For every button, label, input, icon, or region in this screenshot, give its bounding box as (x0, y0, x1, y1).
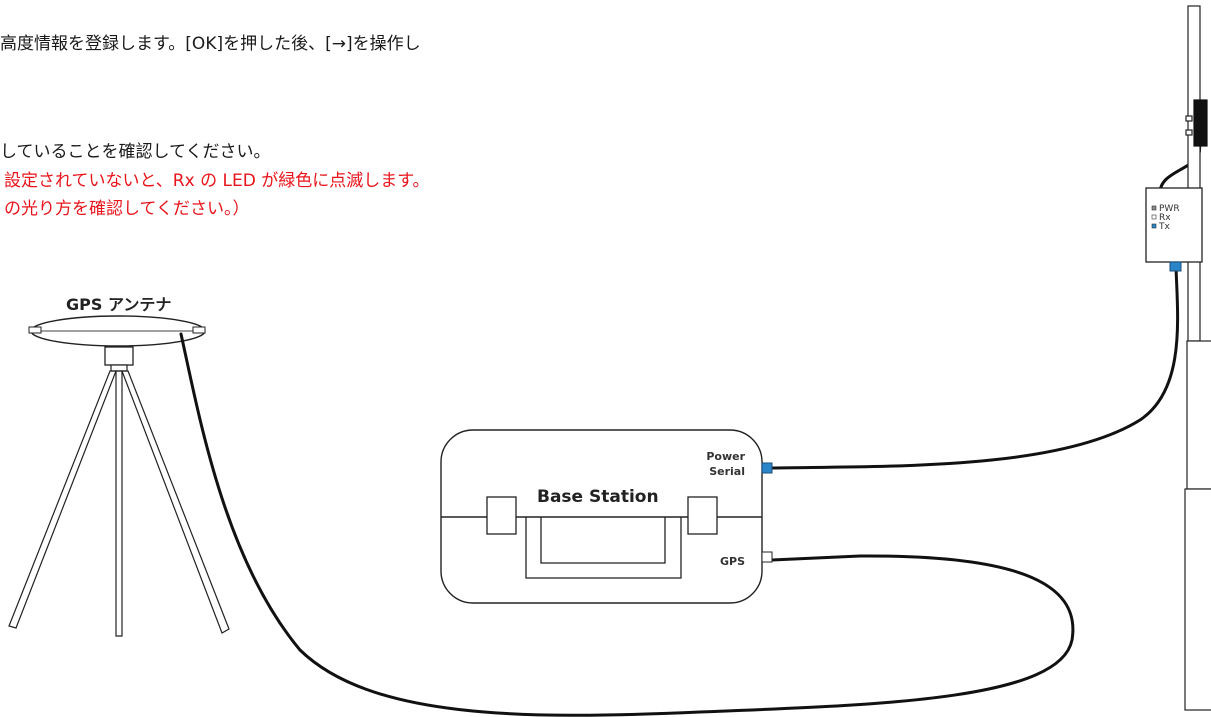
base-station-label: Base Station (537, 487, 659, 507)
instruction-line-2: していることを確認してください。 (0, 142, 271, 162)
mast-clamp-icon (1193, 99, 1208, 147)
port-serial-label: Serial (709, 465, 745, 478)
led-tx-icon (1151, 223, 1157, 229)
gps-port-icon (761, 551, 773, 563)
radio-serial-port-icon (1169, 261, 1182, 272)
mast (1184, 5, 1211, 711)
gps-antenna-label: GPS アンテナ (66, 295, 171, 314)
instruction-line-1: 高度情報を登録します。[OK]を押した後、[→]を操作し (0, 34, 421, 54)
handle-icon (525, 517, 682, 579)
tripod-legs (8, 370, 230, 637)
port-gps-label: GPS (720, 555, 745, 568)
radio-modem: PWR Rx Tx (1145, 187, 1203, 272)
cables (179, 128, 1202, 717)
serial-port-icon (761, 462, 773, 474)
gps-antenna-tripod: GPS アンテナ (8, 295, 230, 637)
gps-cable (179, 332, 1075, 717)
port-power-label: Power (706, 450, 745, 463)
latch-right-icon (687, 496, 718, 535)
note-line-1: 設定されていないと、Rx の LED が緑色に点滅します。 (4, 171, 430, 191)
serial-cable (770, 266, 1180, 470)
led-pwr-icon (1151, 205, 1157, 211)
led-rx-label: Rx (1159, 213, 1171, 223)
led-pwr-label: PWR (1159, 204, 1180, 214)
note-line-2: の光り方を確認してください。） (4, 199, 250, 219)
base-station: Base Station Power Serial GPS (440, 429, 773, 604)
led-tx-label: Tx (1158, 222, 1170, 232)
latch-left-icon (486, 496, 517, 535)
led-rx-icon (1151, 214, 1157, 220)
antenna-mount (104, 346, 134, 366)
